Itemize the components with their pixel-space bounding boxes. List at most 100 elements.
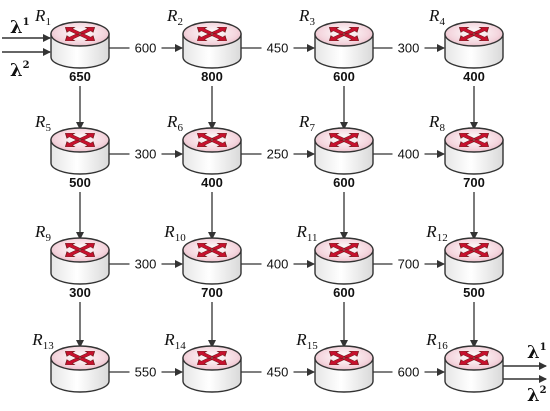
router-r5: R5 <box>34 112 110 175</box>
edge-weight-label: 450 <box>267 365 289 380</box>
edge-weight-label: 700 <box>398 257 420 272</box>
edge-R13-R14: 550 <box>109 365 183 380</box>
edge-R10-R11: 400 <box>241 257 315 272</box>
router-arrows-icon <box>328 243 360 257</box>
router-r13: R13 <box>31 330 110 393</box>
edge-weight-label: 600 <box>333 285 355 300</box>
edge-R8-R12: 700 <box>463 175 485 240</box>
edge-weight-label: 300 <box>135 147 157 162</box>
edge-weight-label: 300 <box>398 41 420 56</box>
router-r4: R4 <box>428 6 504 69</box>
router-arrows-icon <box>458 351 490 365</box>
edge-R11-R12: 700 <box>373 257 445 272</box>
router-r2: R2 <box>166 6 242 69</box>
lambda-label: λ1 <box>527 342 547 363</box>
edge-R15-R16: 600 <box>373 365 445 380</box>
router-top <box>182 127 242 153</box>
edge-weight-label: 400 <box>398 147 420 162</box>
router-r8: R8 <box>428 112 504 175</box>
router-arrows-icon <box>458 27 490 41</box>
router-top <box>182 237 242 263</box>
edge-R5-R6: 300 <box>109 147 183 162</box>
router-r12: R12 <box>425 222 504 285</box>
router-label: R8 <box>428 112 445 134</box>
router-r9: R9 <box>34 222 110 285</box>
router-r15: R15 <box>295 330 374 393</box>
router-label: R2 <box>166 6 183 28</box>
router-top <box>444 345 504 371</box>
edge-weight-label: 500 <box>69 175 91 190</box>
router-arrows-icon <box>196 27 228 41</box>
output-wavelength-2: λ2 <box>503 375 547 406</box>
edge-R3-R4: 300 <box>373 41 445 56</box>
router-label: R9 <box>34 222 51 244</box>
router-arrows-icon <box>328 27 360 41</box>
edge-R6-R10: 400 <box>201 175 223 240</box>
edge-R9-R13: 300 <box>69 285 91 348</box>
router-r6: R6 <box>166 112 242 175</box>
router-top <box>314 21 374 47</box>
router-label: R6 <box>166 112 183 134</box>
router-label: R4 <box>428 6 445 28</box>
edge-weight-label: 300 <box>135 257 157 272</box>
edge-weight-label: 600 <box>398 365 420 380</box>
edge-R1-R5: 650 <box>69 69 91 130</box>
edge-weight-label: 450 <box>267 41 289 56</box>
router-r1: R1 <box>34 6 110 69</box>
router-arrows-icon <box>64 243 96 257</box>
router-r3: R3 <box>298 6 374 69</box>
router-arrows-icon <box>64 27 96 41</box>
router-label: R14 <box>163 330 186 352</box>
router-top <box>444 21 504 47</box>
router-r10: R10 <box>163 222 242 285</box>
edge-weight-label: 700 <box>201 285 223 300</box>
io-layer: λ1 λ2 λ1 λ2 <box>2 17 547 406</box>
router-label: R5 <box>34 112 51 134</box>
router-top <box>182 345 242 371</box>
router-top <box>314 345 374 371</box>
edge-weight-label: 250 <box>267 147 289 162</box>
router-top <box>314 237 374 263</box>
router-arrows-icon <box>64 133 96 147</box>
router-top <box>50 127 110 153</box>
output-wavelength-1: λ1 <box>503 342 547 370</box>
router-arrows-icon <box>64 351 96 365</box>
router-arrows-icon <box>196 351 228 365</box>
edge-weight-label: 700 <box>463 175 485 190</box>
edge-weight-label: 400 <box>267 257 289 272</box>
router-r11: R11 <box>296 222 374 285</box>
edge-weight-label: 800 <box>201 69 223 84</box>
input-wavelength-2: λ2 <box>2 48 51 81</box>
router-arrows-icon <box>196 243 228 257</box>
router-top <box>182 21 242 47</box>
router-top <box>444 237 504 263</box>
router-arrows-icon <box>196 133 228 147</box>
edge-weight-label: 550 <box>135 365 157 380</box>
edge-weight-label: 600 <box>135 41 157 56</box>
edge-R7-R8: 400 <box>373 147 445 162</box>
router-label: R7 <box>298 112 315 134</box>
router-label: R12 <box>425 222 447 244</box>
edge-weight-label: 600 <box>333 69 355 84</box>
lambda-label: λ2 <box>527 385 547 406</box>
edge-weight-label: 400 <box>201 175 223 190</box>
edge-R1-R2: 600 <box>109 41 183 56</box>
edge-R14-R15: 450 <box>241 365 315 380</box>
edge-weight-label: 600 <box>333 175 355 190</box>
edge-R11-R15: 600 <box>333 285 355 348</box>
edge-weight-label: 400 <box>463 69 485 84</box>
router-label: R1 <box>34 6 51 28</box>
router-label: R11 <box>296 222 318 244</box>
router-label: R3 <box>298 6 315 28</box>
edge-R7-R11: 600 <box>333 175 355 240</box>
lambda-label: λ1 <box>10 17 30 38</box>
router-label: R13 <box>31 330 54 352</box>
edge-R3-R7: 600 <box>333 69 355 130</box>
edge-R6-R7: 250 <box>241 147 315 162</box>
edges-layer: 600 450 300 300 250 400 300 400 700 550 450 600 650 8… <box>69 41 485 380</box>
edge-R12-R16: 500 <box>463 285 485 348</box>
edge-R9-R10: 300 <box>109 257 183 272</box>
